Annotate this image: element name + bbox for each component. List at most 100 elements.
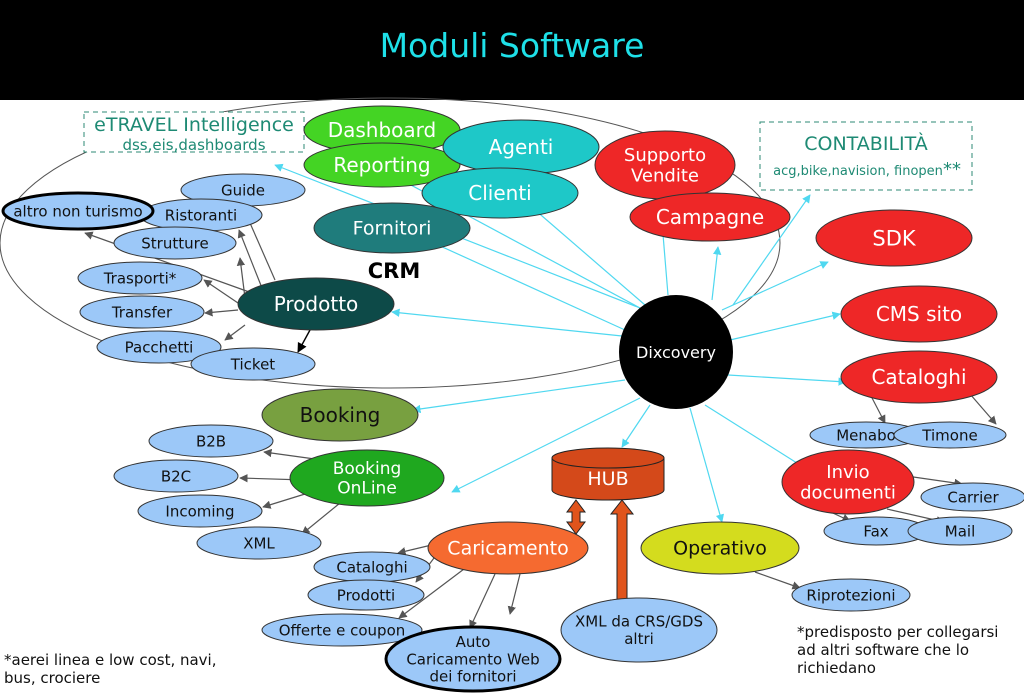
dixcovery-label: Dixcovery: [636, 343, 716, 362]
node-riprotezioni: Riprotezioni: [791, 578, 911, 612]
node-label: SDK: [872, 226, 917, 250]
node-shape: [77, 261, 203, 295]
node-ticket: Ticket: [190, 347, 316, 381]
node-shape: [261, 388, 419, 442]
node-label: Ristoranti: [165, 206, 237, 224]
footnote-left: *aerei linea e low cost, navi, bus, croc…: [4, 651, 217, 687]
node-label: Caricamento: [447, 538, 568, 560]
node-shape: [196, 526, 322, 560]
node-incoming: Incoming: [137, 494, 263, 528]
contabilita-sub: acg,bike,navision, finopen: [773, 164, 943, 179]
node-label: Operativo: [673, 538, 767, 560]
connector-arrow: [754, 571, 801, 590]
node-label: Auto: [456, 633, 491, 651]
node-xml: XML: [196, 526, 322, 560]
node-prodotto: Prodotto: [237, 277, 395, 331]
hub-label: HUB: [587, 468, 628, 490]
node-b2c: B2C: [113, 459, 239, 493]
node-label: Cataloghi: [871, 365, 966, 389]
node-shape: [307, 579, 425, 611]
connector-arrow: [869, 393, 886, 424]
connector-arrow: [469, 573, 496, 629]
node-b2b: B2B: [148, 424, 274, 458]
node-label: Reporting: [333, 153, 430, 177]
etravel-box: [83, 111, 305, 153]
node-shape: [791, 578, 911, 612]
node-shape: [840, 285, 998, 343]
node-label: OnLine: [337, 479, 397, 499]
node-transfer: Transfer: [79, 295, 205, 329]
node-fornitori: Fornitori: [313, 202, 471, 254]
node-shape: [781, 449, 915, 515]
crm-label: CRM: [368, 259, 420, 283]
node-label: Trasporti*: [103, 269, 177, 287]
contabilita-title: CONTABILITÀ: [804, 132, 928, 155]
node-shape: [629, 192, 791, 242]
node-shape: [840, 350, 998, 404]
node-label: Ticket: [230, 355, 275, 373]
node-label: Supporto: [624, 145, 706, 166]
node-clienti: Clienti: [421, 167, 579, 219]
node-cms: CMS sito: [840, 285, 998, 343]
node-menabo: Menabo: [809, 421, 923, 449]
contabilita-mark: **: [943, 159, 961, 180]
etravel-sub: dss,eis,dashboards: [122, 136, 265, 154]
connector-arrow: [689, 407, 725, 523]
connector-arrow: [262, 493, 306, 509]
node-shape: [384, 625, 562, 693]
node-label: XML da CRS/GDS: [575, 613, 703, 631]
node-reporting: Reporting: [303, 142, 461, 188]
node-label: Guide: [221, 181, 265, 199]
node-campagne: Campagne: [629, 192, 791, 242]
node-label: CMS sito: [876, 302, 962, 326]
connector-arrow: [224, 324, 246, 341]
node-label: Cataloghi: [336, 558, 407, 576]
node-label: B2B: [196, 432, 226, 450]
node-label: Mail: [945, 522, 975, 540]
node-label: documenti: [800, 483, 896, 504]
node-sdk: SDK: [815, 209, 973, 267]
connector-arrow: [704, 404, 809, 471]
connector-arrow: [391, 308, 623, 337]
node-label: altro non turismo: [13, 202, 142, 220]
node-shape: [560, 597, 718, 663]
node-shape: [640, 521, 800, 575]
node-shape: [113, 226, 237, 260]
node-agenti: Agenti: [442, 119, 600, 175]
connector-arrow: [426, 239, 626, 331]
connector-arrow: [203, 279, 239, 304]
connector-arrow: [507, 573, 521, 615]
header-bar: Moduli Software: [0, 0, 1024, 100]
node-shape: [920, 482, 1024, 512]
node-prodotti: Prodotti: [307, 579, 425, 611]
node-carrier: Carrier: [920, 482, 1024, 512]
node-shape: [893, 421, 1007, 449]
node-label: Riprotezioni: [806, 586, 895, 604]
node-label: Transfer: [111, 303, 173, 321]
node-shape: [303, 142, 461, 188]
node-pacchetti: Pacchetti: [96, 330, 222, 364]
page-title: Moduli Software: [379, 26, 645, 65]
node-ristoranti: Ristoranti: [139, 198, 263, 232]
node-label: Incoming: [165, 502, 234, 520]
contabilita-box: [759, 121, 973, 191]
node-guide: Guide: [180, 173, 306, 207]
node-shape: [1, 191, 155, 231]
node-label: Offerte e coupon: [279, 621, 406, 639]
node-offerte: Offerte e coupon: [261, 613, 423, 647]
footnote-right: *predisposto per collegarsi ad altri sof…: [797, 623, 999, 677]
connector-arrow: [721, 261, 829, 311]
connector-arrow: [729, 311, 841, 341]
connector-arrow: [451, 397, 641, 493]
node-altro: altro non turismo: [1, 191, 155, 231]
node-shape: [237, 277, 395, 331]
node-label: Prodotto: [274, 292, 359, 316]
node-label: Timone: [921, 426, 977, 444]
node-shape: [421, 167, 579, 219]
node-label: Campagne: [656, 205, 764, 229]
connector-arrow: [732, 194, 811, 306]
